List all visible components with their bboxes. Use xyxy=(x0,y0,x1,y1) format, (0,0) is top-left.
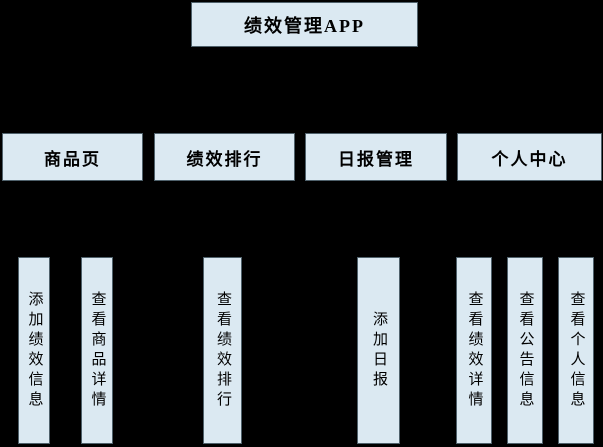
node-add-daily-report: 添加日报 xyxy=(357,257,400,444)
node-view-product-details: 查看商品详情 xyxy=(81,257,113,444)
node-view-personal-info-label: 查看个人信息 xyxy=(568,290,585,411)
node-personal-center-label: 个人中心 xyxy=(491,149,568,169)
node-performance-ranking: 绩效排行 xyxy=(154,133,295,181)
node-personal-center: 个人中心 xyxy=(457,133,602,181)
node-view-announcement-info: 查看公告信息 xyxy=(507,257,543,444)
node-performance-ranking-label: 绩效排行 xyxy=(186,149,263,169)
node-view-performance-details: 查看绩效详情 xyxy=(456,257,492,444)
node-view-personal-info: 查看个人信息 xyxy=(558,257,594,444)
node-performance-app-label: 绩效管理APP xyxy=(244,15,365,36)
node-daily-report-management: 日报管理 xyxy=(305,133,447,181)
node-performance-app: 绩效管理APP xyxy=(191,2,418,47)
node-daily-report-management-label: 日报管理 xyxy=(338,149,414,169)
node-add-performance-info: 添加绩效信息 xyxy=(18,257,50,444)
node-product-page: 商品页 xyxy=(2,133,143,181)
node-view-performance-details-label: 查看绩效详情 xyxy=(466,290,483,411)
node-view-performance-ranking: 查看绩效排行 xyxy=(203,257,242,444)
node-view-product-details-label: 查看商品详情 xyxy=(89,290,106,411)
node-add-daily-report-label: 添加日报 xyxy=(371,310,387,391)
node-product-page-label: 商品页 xyxy=(44,149,101,169)
node-add-performance-info-label: 添加绩效信息 xyxy=(26,290,43,411)
node-view-announcement-info-label: 查看公告信息 xyxy=(517,290,534,411)
node-view-performance-ranking-label: 查看绩效排行 xyxy=(215,290,231,411)
